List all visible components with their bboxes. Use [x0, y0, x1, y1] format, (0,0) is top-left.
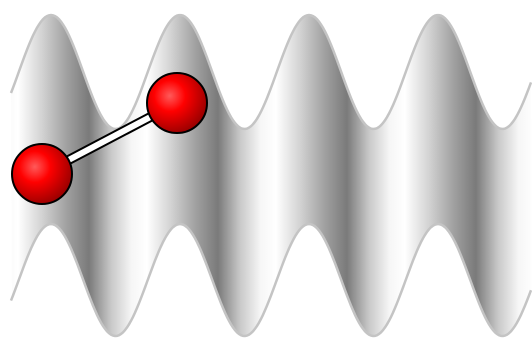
atom-left	[12, 144, 72, 204]
atom-right	[147, 73, 207, 133]
corrugated-channel	[11, 15, 532, 336]
